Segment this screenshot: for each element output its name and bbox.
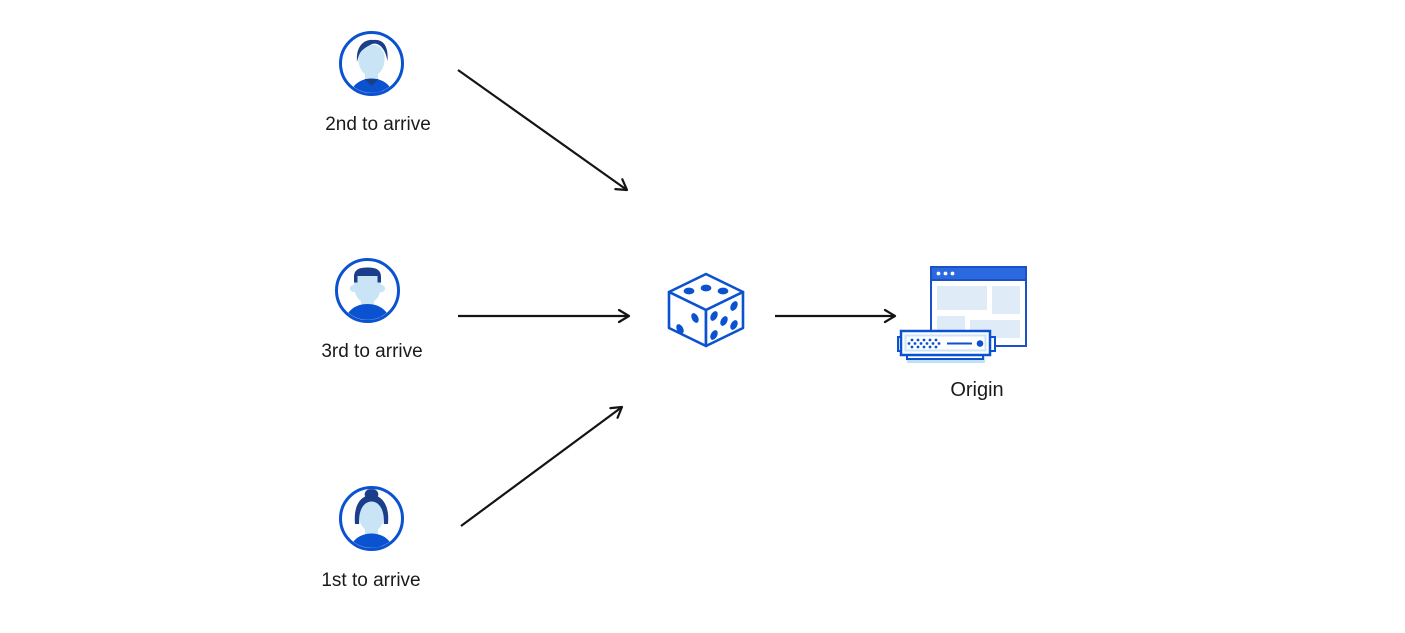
- dice-icon: [667, 272, 745, 348]
- arrow-user1st-to-dice: [460, 405, 624, 527]
- user-label-3rd: 3rd to arrive: [321, 341, 423, 362]
- server-led-dots: [907, 338, 941, 349]
- arrow-user2nd-to-dice: [457, 69, 629, 192]
- user-node-2nd: 2nd to arrive: [316, 30, 440, 140]
- user-node-1st: 1st to arrive: [309, 485, 433, 595]
- user-label-1st: 1st to arrive: [321, 570, 421, 591]
- user-node-3rd: 3rd to arrive: [310, 257, 434, 367]
- avatar-female-bun-icon: [339, 486, 404, 551]
- user-label-2nd: 2nd to arrive: [325, 114, 431, 135]
- origin-node: Origin: [897, 266, 1057, 406]
- server-icon: [897, 329, 996, 363]
- origin-label: Origin: [950, 379, 1004, 401]
- avatar-male-swept-hair-icon: [339, 31, 404, 96]
- dice-node: [667, 272, 745, 348]
- avatar-male-flattop-icon: [335, 258, 400, 323]
